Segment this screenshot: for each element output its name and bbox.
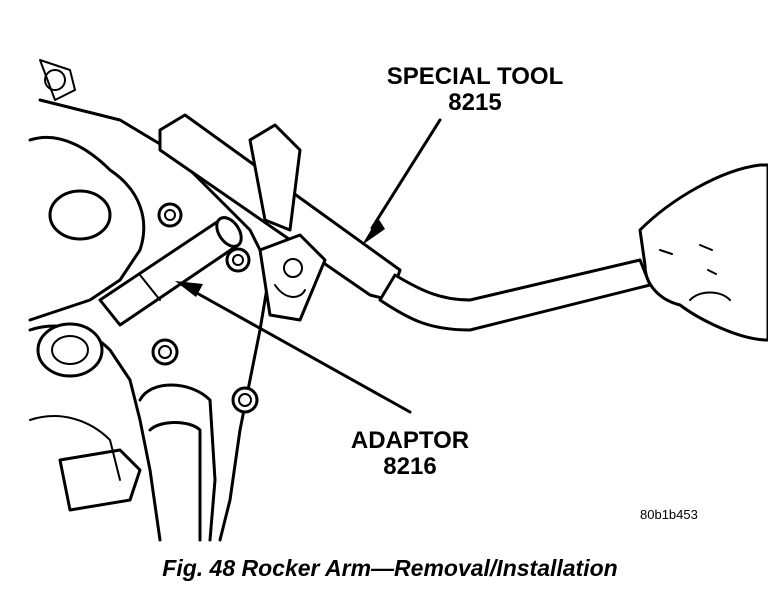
special-tool-8215	[158, 113, 652, 332]
adaptor-name: ADAPTOR	[350, 427, 470, 454]
cylinder-head	[28, 59, 272, 542]
figure-code: 80b1b453	[640, 507, 698, 522]
figure-caption: Fig. 48 Rocker Arm—Removal/Installation	[162, 555, 618, 581]
bolts	[151, 202, 304, 414]
leader-arrows	[175, 118, 442, 414]
adaptor-label: ADAPTOR 8216	[325, 427, 495, 481]
special-tool-label: SPECIAL TOOL 8215	[360, 63, 590, 117]
hand	[638, 163, 768, 342]
special-tool-name: SPECIAL TOOL	[386, 63, 564, 90]
adaptor-number: 8216	[383, 453, 437, 481]
adaptor-8216	[98, 216, 243, 327]
special-tool-number: 8215	[448, 89, 502, 117]
